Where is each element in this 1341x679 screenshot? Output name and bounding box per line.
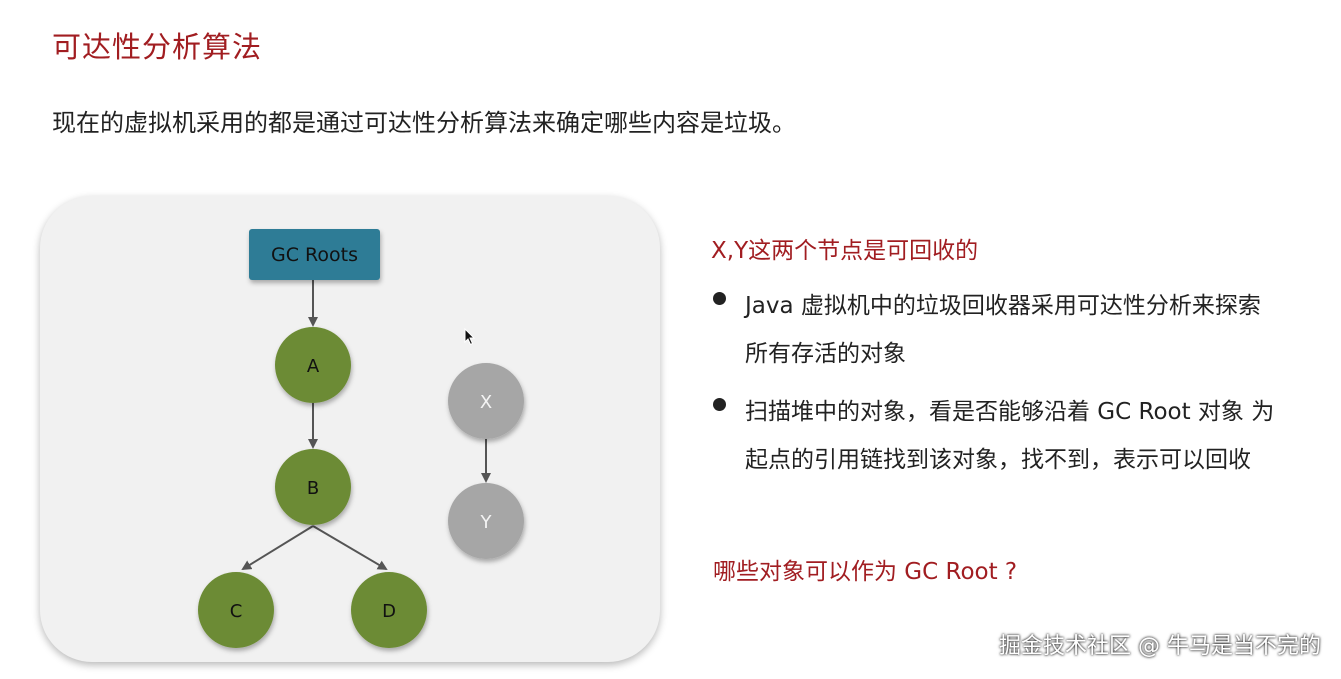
node-x-label: X xyxy=(480,392,492,413)
bullet-line: Java 虚拟机中的垃圾回收器采用可达性分析来探索 xyxy=(745,293,1261,319)
node-d: D xyxy=(351,572,427,648)
bullet-line: 扫描堆中的对象，看是否能够沿着 GC Root 对象 为 xyxy=(745,399,1275,425)
gc-root-question: 哪些对象可以作为 GC Root ? xyxy=(713,559,1018,585)
side-heading: X,Y这两个节点是可回收的 xyxy=(711,238,979,264)
node-d-label: D xyxy=(382,601,396,622)
diagram-panel: GC Roots A B C D X Y xyxy=(40,196,660,662)
node-b-label: B xyxy=(307,478,319,499)
edge-b-c xyxy=(241,525,314,571)
slide-subtitle: 现在的虚拟机采用的都是通过可达性分析算法来确定哪些内容是垃圾。 xyxy=(52,109,796,137)
mouse-pointer-icon xyxy=(464,328,476,346)
node-y-label: Y xyxy=(480,512,493,533)
bullet-item: 扫描堆中的对象，看是否能够沿着 GC Root 对象 为 起点的引用链找到该对象… xyxy=(711,388,1331,484)
bullet-dot-icon xyxy=(713,398,726,411)
node-b: B xyxy=(275,449,351,525)
edge-b-d xyxy=(312,525,388,571)
reachability-diagram: GC Roots A B C D X Y xyxy=(198,229,524,648)
node-y: Y xyxy=(448,483,524,559)
gc-roots-node: GC Roots xyxy=(249,229,380,280)
node-x: X xyxy=(448,363,524,439)
watermark: 掘金技术社区 @ 牛马是当不完的 xyxy=(999,634,1321,659)
bullet-line: 所有存活的对象 xyxy=(745,341,906,367)
bullet-item: Java 虚拟机中的垃圾回收器采用可达性分析来探索 所有存活的对象 xyxy=(711,282,1331,378)
bullet-list: Java 虚拟机中的垃圾回收器采用可达性分析来探索 所有存活的对象 扫描堆中的对… xyxy=(711,282,1331,494)
node-a: A xyxy=(275,327,351,403)
node-c-label: C xyxy=(230,601,243,622)
slide-title: 可达性分析算法 xyxy=(52,30,263,64)
node-a-label: A xyxy=(307,356,320,377)
gc-roots-label: GC Roots xyxy=(271,244,358,266)
bullet-dot-icon xyxy=(713,292,726,305)
node-c: C xyxy=(198,572,274,648)
bullet-line: 起点的引用链找到该对象，找不到，表示可以回收 xyxy=(745,447,1251,473)
